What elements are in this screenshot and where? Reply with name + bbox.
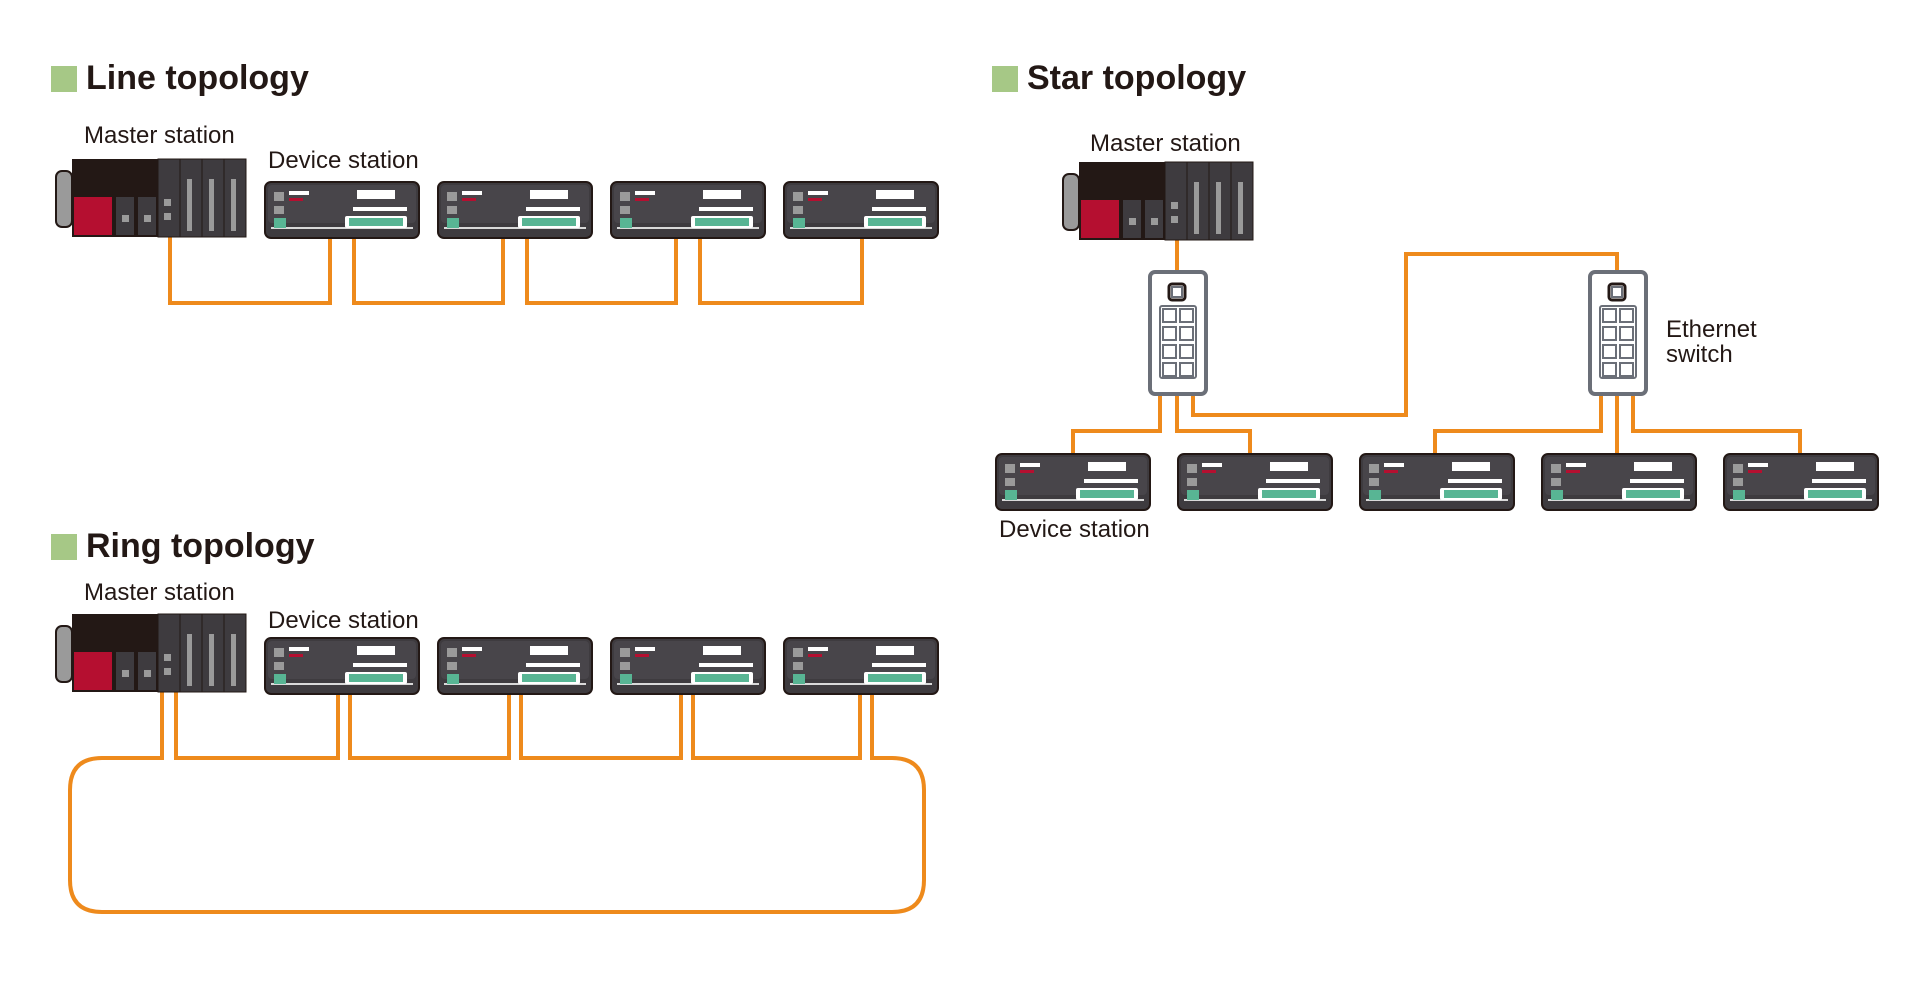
star-device-station-2 bbox=[1177, 453, 1333, 511]
ring-master-station-label: Master station bbox=[84, 579, 235, 606]
line-device-station-1 bbox=[264, 181, 420, 239]
ring-topology-section: Ring topology Master station Device stat… bbox=[51, 527, 939, 914]
ring-cable-3 bbox=[519, 691, 683, 760]
ring-master-station bbox=[55, 613, 247, 693]
line-cable-4 bbox=[698, 236, 864, 305]
star-topology-marker bbox=[992, 66, 1018, 92]
star-cable-device-2 bbox=[1175, 394, 1252, 456]
line-topology-section: Line topology Master station Device stat… bbox=[51, 59, 939, 305]
star-cables bbox=[1071, 238, 1802, 456]
star-device-station-4 bbox=[1541, 453, 1697, 511]
ethernet-switch-2 bbox=[1588, 270, 1648, 396]
ring-device-station-3 bbox=[610, 637, 766, 695]
ring-cable-2 bbox=[348, 691, 511, 760]
line-cable-2 bbox=[352, 236, 505, 305]
ring-device-station-4 bbox=[783, 637, 939, 695]
line-master-station-label: Master station bbox=[84, 122, 235, 149]
line-device-station-3 bbox=[610, 181, 766, 239]
ring-topology-marker bbox=[51, 534, 77, 560]
ring-return-loop bbox=[68, 691, 926, 914]
line-device-station-label: Device station bbox=[268, 147, 419, 174]
line-topology-marker bbox=[51, 66, 77, 92]
ring-cable-4 bbox=[691, 691, 862, 760]
line-cable-3 bbox=[525, 236, 678, 305]
star-device-station-label: Device station bbox=[999, 516, 1150, 543]
ring-device-station-label: Device station bbox=[268, 607, 419, 634]
ethernet-switch-1 bbox=[1148, 270, 1208, 396]
ring-device-station-2 bbox=[437, 637, 593, 695]
line-device-station-4 bbox=[783, 181, 939, 239]
star-device-station-1 bbox=[995, 453, 1151, 511]
star-cable-device-5 bbox=[1631, 394, 1802, 456]
line-master-station bbox=[55, 158, 247, 238]
star-master-station bbox=[1062, 161, 1254, 241]
star-topology-section: Star topology Master station Ethernet sw… bbox=[992, 59, 1879, 543]
line-cables bbox=[168, 236, 864, 305]
ring-cable-1 bbox=[174, 691, 340, 760]
star-topology-title: Star topology bbox=[1027, 59, 1246, 97]
star-master-station-label: Master station bbox=[1090, 130, 1241, 157]
ethernet-switch-label-line-1: Ethernet bbox=[1666, 316, 1757, 343]
line-cable-1 bbox=[168, 236, 332, 305]
ring-device-station-1 bbox=[264, 637, 420, 695]
ethernet-switch-label-line-2: switch bbox=[1666, 341, 1733, 368]
star-device-station-3 bbox=[1359, 453, 1515, 511]
ring-topology-title: Ring topology bbox=[86, 527, 315, 565]
ring-cables bbox=[68, 691, 926, 914]
star-cable-switch-to-switch bbox=[1191, 252, 1619, 417]
line-topology-title: Line topology bbox=[86, 59, 309, 97]
star-cable-device-3 bbox=[1433, 394, 1603, 456]
star-cable-device-1 bbox=[1071, 394, 1162, 456]
star-device-station-5 bbox=[1723, 453, 1879, 511]
line-device-station-2 bbox=[437, 181, 593, 239]
